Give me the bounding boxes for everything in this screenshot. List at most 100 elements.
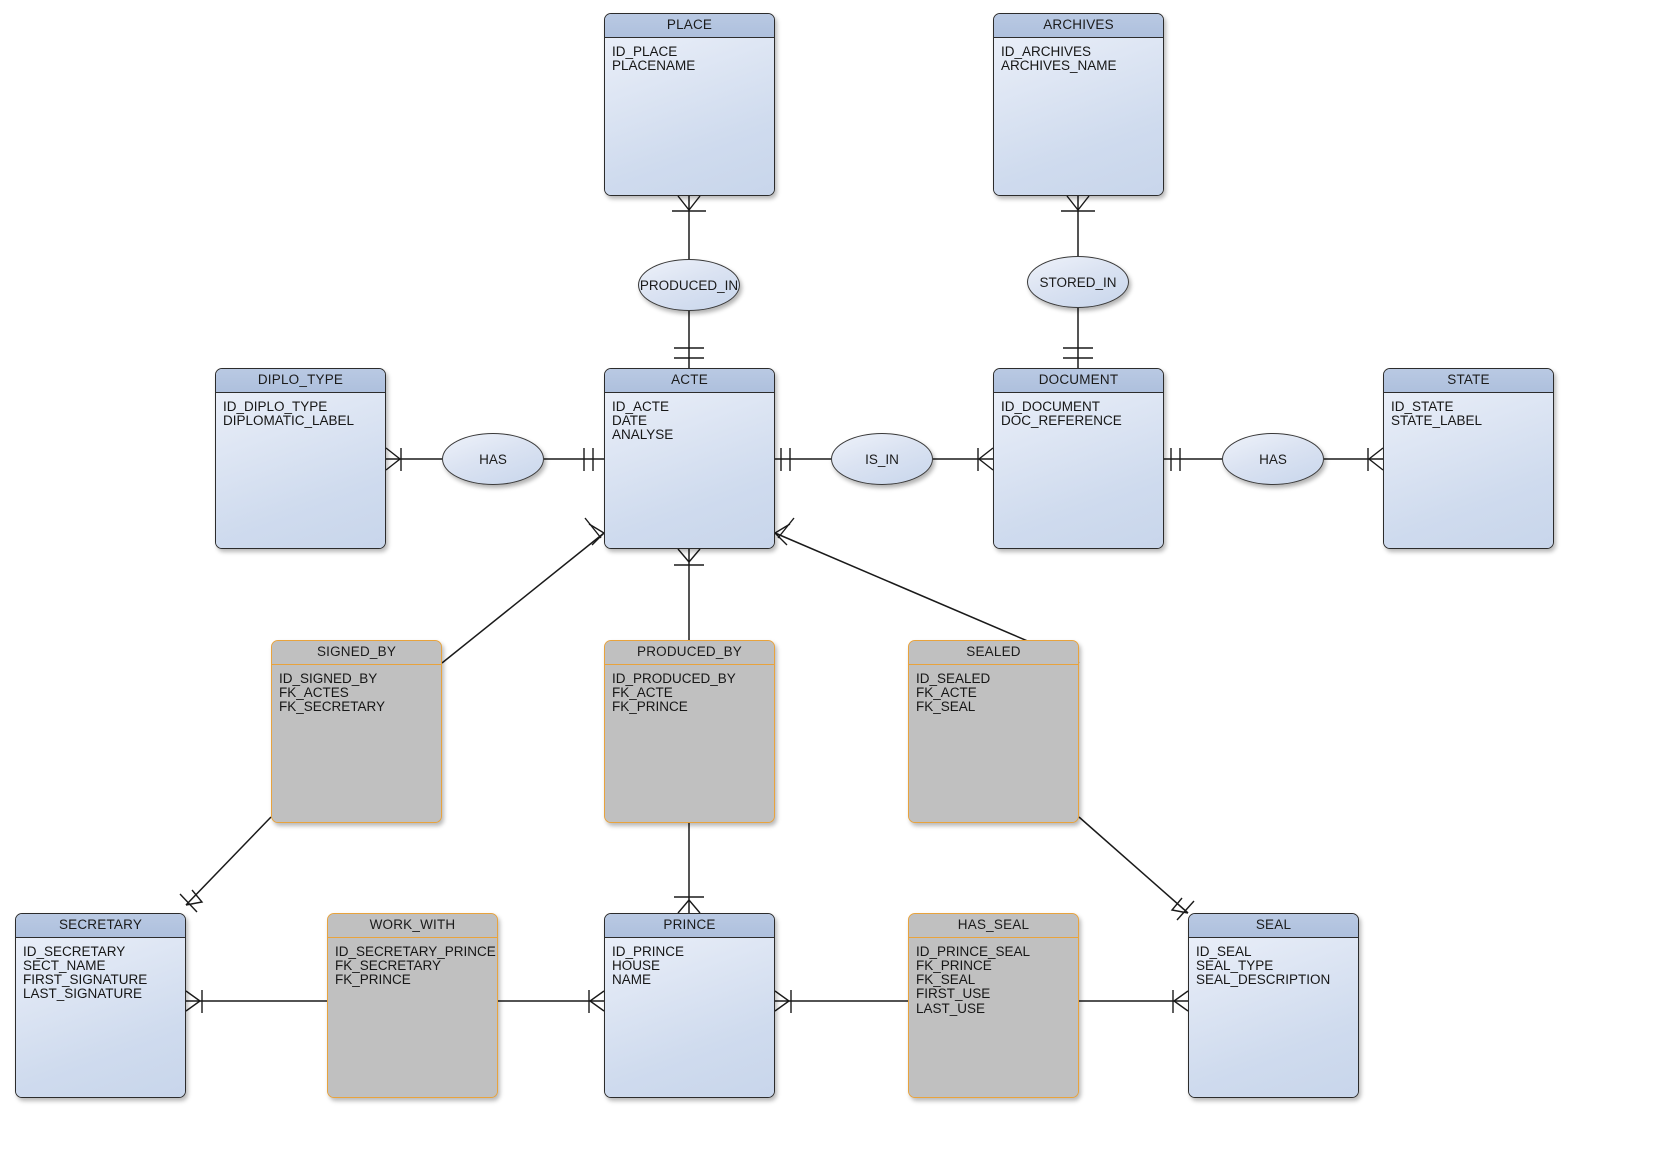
entity-sealed[interactable]: SEALED ID_SEALED FK_ACTE FK_SEAL — [908, 640, 1079, 823]
entity-has-seal-body: ID_PRINCE_SEAL FK_PRINCE FK_SEAL FIRST_U… — [909, 937, 1078, 1097]
entity-secretary-body: ID_SECRETARY SECT_NAME FIRST_SIGNATURE L… — [16, 937, 185, 1097]
crowfoot-seal-left — [1172, 990, 1189, 1012]
entity-work-with-body: ID_SECRETARY_PRINCE FK_SECRETARY FK_PRIN… — [328, 937, 497, 1097]
entity-signed-by-attributes: ID_SIGNED_BY FK_ACTES FK_SECRETARY — [272, 665, 441, 715]
attribute: FK_SEAL — [916, 699, 976, 715]
entity-diplo-type-attributes: ID_DIPLO_TYPE DIPLOMATIC_LABEL — [216, 393, 385, 429]
entity-state-attributes: ID_STATE STATE_LABEL — [1384, 393, 1553, 429]
entity-archives-body: ID_ARCHIVES ARCHIVES_NAME — [994, 37, 1163, 195]
entity-secretary-attributes: ID_SECRETARY SECT_NAME FIRST_SIGNATURE L… — [16, 938, 185, 1002]
entity-prince-title: PRINCE — [605, 914, 774, 938]
relationship-has-state[interactable]: HAS — [1222, 433, 1324, 485]
attribute: ID_PLACE — [612, 43, 678, 59]
entity-document-title: DOCUMENT — [994, 369, 1163, 393]
entity-sealed-body: ID_SEALED FK_ACTE FK_SEAL — [909, 664, 1078, 822]
attribute: ID_SEAL — [1196, 943, 1252, 959]
entity-sealed-title: SEALED — [909, 641, 1078, 665]
entity-secretary[interactable]: SECRETARY ID_SECRETARY SECT_NAME FIRST_S… — [15, 913, 186, 1098]
attribute: ANALYSE — [612, 427, 674, 443]
tick-secretary-top — [179, 893, 198, 913]
relationship-produced-in[interactable]: PRODUCED_IN — [638, 259, 740, 311]
attribute: NAME — [612, 972, 652, 988]
entity-seal-attributes: ID_SEAL SEAL_TYPE SEAL_DESCRIPTION — [1189, 938, 1358, 988]
attribute: ID_PRINCE — [612, 943, 685, 959]
entity-produced-by[interactable]: PRODUCED_BY ID_PRODUCED_BY FK_ACTE FK_PR… — [604, 640, 775, 823]
attribute: ID_SECRETARY — [23, 943, 126, 959]
entity-archives[interactable]: ARCHIVES ID_ARCHIVES ARCHIVES_NAME — [993, 13, 1164, 196]
attribute: ID_SIGNED_BY — [279, 670, 378, 686]
entity-place-body: ID_PLACE PLACENAME — [605, 37, 774, 195]
relationship-is-in[interactable]: IS_IN — [831, 433, 933, 485]
attribute: STATE_LABEL — [1391, 412, 1483, 428]
entity-document-body: ID_DOCUMENT DOC_REFERENCE — [994, 392, 1163, 548]
attribute: ID_DIPLO_TYPE — [223, 398, 328, 414]
entity-work-with[interactable]: WORK_WITH ID_SECRETARY_PRINCE FK_SECRETA… — [327, 913, 498, 1098]
entity-archives-title: ARCHIVES — [994, 14, 1163, 38]
attribute: SEAL_DESCRIPTION — [1196, 972, 1331, 988]
entity-diplo-type[interactable]: DIPLO_TYPE ID_DIPLO_TYPE DIPLOMATIC_LABE… — [215, 368, 386, 549]
entity-signed-by-title: SIGNED_BY — [272, 641, 441, 665]
attribute: DATE — [612, 412, 648, 428]
attribute: FK_SECRETARY — [335, 957, 442, 973]
entity-place[interactable]: PLACE ID_PLACE PLACENAME — [604, 13, 775, 196]
entity-acte[interactable]: ACTE ID_ACTE DATE ANALYSE — [604, 368, 775, 549]
attribute: ID_ACTE — [612, 398, 670, 414]
entity-seal-body: ID_SEAL SEAL_TYPE SEAL_DESCRIPTION — [1189, 937, 1358, 1097]
crowfoot-acte-br — [773, 523, 791, 546]
attribute: FK_PRINCE — [335, 972, 411, 988]
entity-acte-title: ACTE — [605, 369, 774, 393]
entity-seal-title: SEAL — [1189, 914, 1358, 938]
attribute: ID_ARCHIVES — [1001, 43, 1092, 59]
entity-sealed-attributes: ID_SEALED FK_ACTE FK_SEAL — [909, 665, 1078, 715]
entity-prince-body: ID_PRINCE HOUSE NAME — [605, 937, 774, 1097]
crowfoot-archives — [1066, 195, 1090, 212]
attribute: LAST_USE — [916, 1000, 986, 1016]
entity-work-with-attributes: ID_SECRETARY_PRINCE FK_SECRETARY FK_PRIN… — [328, 938, 497, 988]
attribute: FK_ACTE — [612, 684, 673, 700]
crowfoot-prince-top — [677, 898, 701, 914]
attribute: SECT_NAME — [23, 957, 106, 973]
entity-archives-attributes: ID_ARCHIVES ARCHIVES_NAME — [994, 38, 1163, 74]
crowfoot-secretary-top — [185, 889, 204, 906]
entity-seal[interactable]: SEAL ID_SEAL SEAL_TYPE SEAL_DESCRIPTION — [1188, 913, 1359, 1098]
attribute: PLACENAME — [612, 57, 696, 73]
crowfoot-acte-bl — [588, 523, 606, 546]
link-signedby-secretary — [185, 816, 272, 906]
attribute: ID_PRODUCED_BY — [612, 670, 736, 686]
attribute: FK_SECRETARY — [279, 699, 386, 715]
attribute: ID_PRINCE_SEAL — [916, 943, 1031, 959]
link-acte-signedby — [441, 532, 605, 664]
entity-has-seal[interactable]: HAS_SEAL ID_PRINCE_SEAL FK_PRINCE FK_SEA… — [908, 913, 1079, 1098]
entity-work-with-title: WORK_WITH — [328, 914, 497, 938]
crowfoot-diplotype — [385, 447, 402, 471]
crowfoot-state — [1367, 447, 1384, 471]
entity-signed-by[interactable]: SIGNED_BY ID_SIGNED_BY FK_ACTES FK_SECRE… — [271, 640, 442, 823]
attribute: FIRST_USE — [916, 986, 991, 1002]
entity-document[interactable]: DOCUMENT ID_DOCUMENT DOC_REFERENCE — [993, 368, 1164, 549]
attribute: FK_PRINCE — [916, 957, 992, 973]
relationship-has-diplo-type[interactable]: HAS — [442, 433, 544, 485]
attribute: DIPLOMATIC_LABEL — [223, 412, 355, 428]
entity-produced-by-title: PRODUCED_BY — [605, 641, 774, 665]
entity-state[interactable]: STATE ID_STATE STATE_LABEL — [1383, 368, 1554, 549]
attribute: ID_STATE — [1391, 398, 1454, 414]
entity-signed-by-body: ID_SIGNED_BY FK_ACTES FK_SECRETARY — [272, 664, 441, 822]
entity-diplo-type-body: ID_DIPLO_TYPE DIPLOMATIC_LABEL — [216, 392, 385, 548]
crowfoot-acte-bottom — [677, 548, 701, 564]
tick-acte-bl — [584, 517, 602, 539]
crowfoot-document-left — [977, 447, 994, 471]
relationship-stored-in[interactable]: STORED_IN — [1027, 256, 1129, 308]
attribute: FK_PRINCE — [612, 699, 688, 715]
attribute: DOC_REFERENCE — [1001, 412, 1122, 428]
attribute: LAST_SIGNATURE — [23, 986, 143, 1002]
entity-produced-by-attributes: ID_PRODUCED_BY FK_ACTE FK_PRINCE — [605, 665, 774, 715]
attribute: HOUSE — [612, 957, 661, 973]
attribute: SEAL_TYPE — [1196, 957, 1274, 973]
crowfoot-seal-top — [1170, 897, 1189, 914]
entity-prince[interactable]: PRINCE ID_PRINCE HOUSE NAME — [604, 913, 775, 1098]
tick-acte-br — [777, 517, 795, 539]
entity-place-attributes: ID_PLACE PLACENAME — [605, 38, 774, 74]
entity-state-body: ID_STATE STATE_LABEL — [1384, 392, 1553, 548]
entity-produced-by-body: ID_PRODUCED_BY FK_ACTE FK_PRINCE — [605, 664, 774, 822]
